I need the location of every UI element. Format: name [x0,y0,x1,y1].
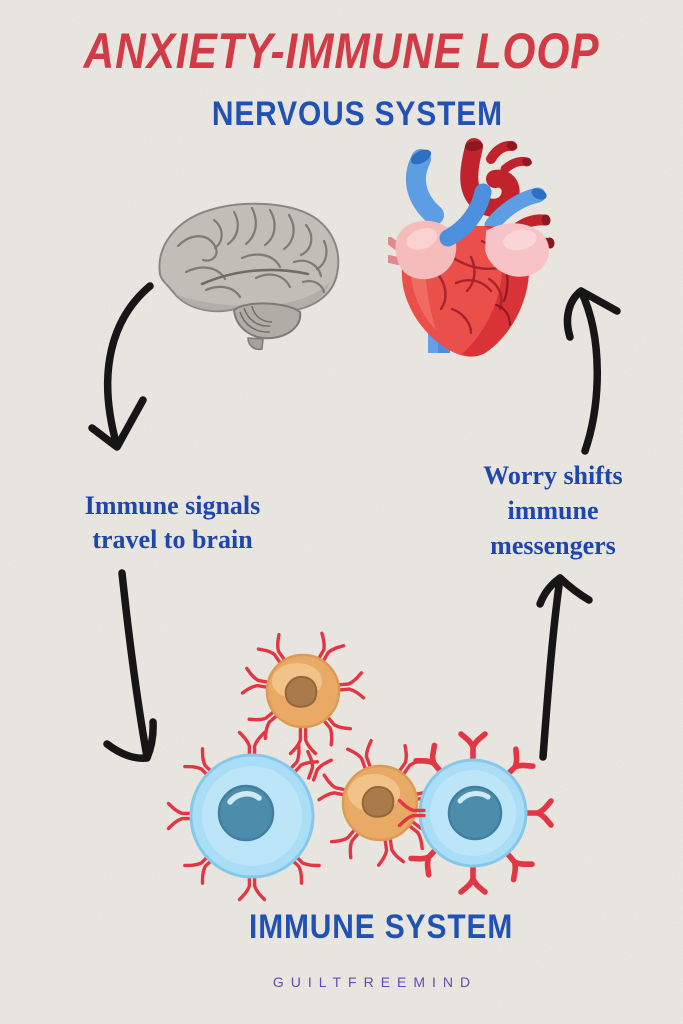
orange-cell-top-nucleus [284,675,318,708]
page-title-row: ANXIETY-IMMUNE LOOP [0,22,683,80]
gyri-lines [176,206,328,299]
right-atrium [485,223,550,277]
right-note-line2: immune [507,496,599,525]
blue-cell-left [166,730,321,902]
nervous-system-label-row: NERVOUS SYSTEM [16,95,683,134]
brain-icon [158,202,340,351]
right-note-line3: messengers [490,531,616,560]
orange-cell-middle-nucleus [361,785,395,818]
cerebellum [232,302,302,340]
heart-icon [388,138,555,357]
page-title: ANXIETY-IMMUNE LOOP [83,23,600,79]
left-note-line1: Immune signals [84,491,261,520]
nervous-system-label: NERVOUS SYSTEM [211,95,504,133]
cerebellum-lines [239,305,273,333]
left-note-line2: travel to brain [92,525,253,554]
immune-system-label: IMMUNE SYSTEM [249,908,514,946]
aorta-red [460,138,532,217]
brain-stem [247,337,264,351]
left-note: Immune signals travel to brain [30,489,315,557]
blue-cell-right [411,734,551,892]
watermark: GUILTFREEMIND [272,974,478,990]
immune-cells-icon [166,631,570,902]
immune-cells-illustration [150,628,570,913]
orange-cell-top [240,631,366,756]
heart-illustration [388,135,560,365]
right-note-line1: Worry shifts [483,461,623,490]
right-note: Worry shifts immune messengers [425,458,681,563]
sylvian-fissure [200,268,310,286]
orange-cell-middle [317,738,444,867]
pulmonary-trunk [439,183,492,247]
brain-illustration [148,194,346,354]
immune-system-label-row: IMMUNE SYSTEM [40,908,683,947]
